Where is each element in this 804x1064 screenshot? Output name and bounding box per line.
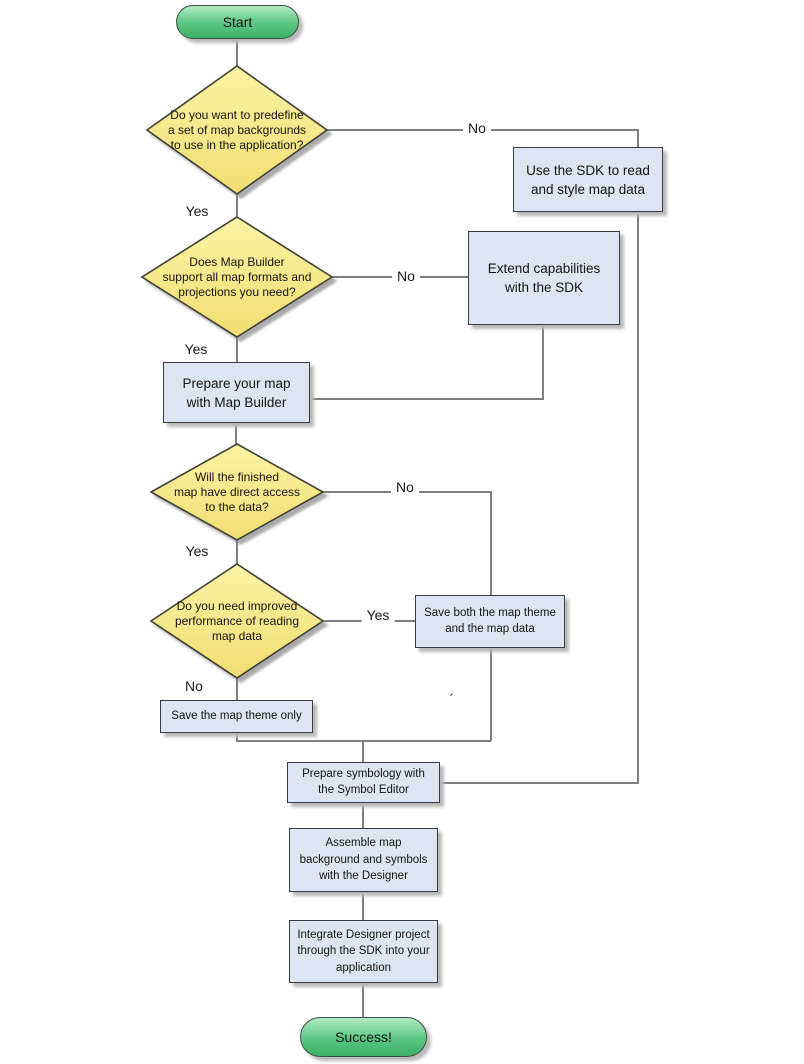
process-prepare-map: Prepare your map with Map Builder	[163, 362, 310, 423]
edge-label-map-builder-no: No	[392, 268, 420, 284]
decision-direct-access-diamond	[149, 443, 325, 541]
edge-label-performance-no: No	[180, 678, 208, 694]
process-extend-sdk: Extend capabilities with the SDK	[468, 231, 620, 325]
decision-performance-diamond	[149, 563, 325, 679]
edge-label-predefine-yes: Yes	[180, 203, 214, 219]
decision-performance-label: Do you need improved performance of read…	[174, 598, 300, 643]
edge-label-direct-access-yes: Yes	[180, 543, 214, 559]
decision-predefine-label: Do you want to predefine a set of map ba…	[167, 107, 307, 152]
connector-save-theme-junction	[236, 733, 491, 742]
process-save-theme: Save the map theme only	[160, 700, 313, 733]
edge-label-direct-access-no: No	[391, 479, 419, 495]
edge-label-performance-yes: Yes	[361, 607, 395, 623]
success-node: Success!	[300, 1017, 427, 1057]
decision-direct-access-label: Will the finished map have direct access…	[173, 469, 301, 514]
decision-map-builder-diamond	[140, 216, 334, 338]
decision-map-builder-label: Does Map Builder support all map formats…	[162, 254, 312, 299]
process-use-sdk: Use the SDK to read and style map data	[513, 147, 663, 212]
process-symbology: Prepare symbology with the Symbol Editor	[287, 762, 440, 803]
decision-predefine-diamond	[145, 65, 329, 195]
connector-predefine-no-to-symbology	[327, 129, 639, 784]
start-node: Start	[176, 5, 299, 39]
process-save-both: Save both the map theme and the map data	[415, 595, 565, 648]
stray-tick-mark: ´	[449, 691, 455, 709]
connector-extend-to-prepare-map	[310, 325, 544, 400]
edge-label-map-builder-yes: Yes	[179, 341, 213, 357]
edge-label-predefine-no: No	[463, 120, 491, 136]
process-assemble: Assemble map background and symbols with…	[289, 828, 438, 892]
connector-direct-access-no	[323, 491, 492, 741]
process-integrate: Integrate Designer project through the S…	[289, 920, 438, 983]
